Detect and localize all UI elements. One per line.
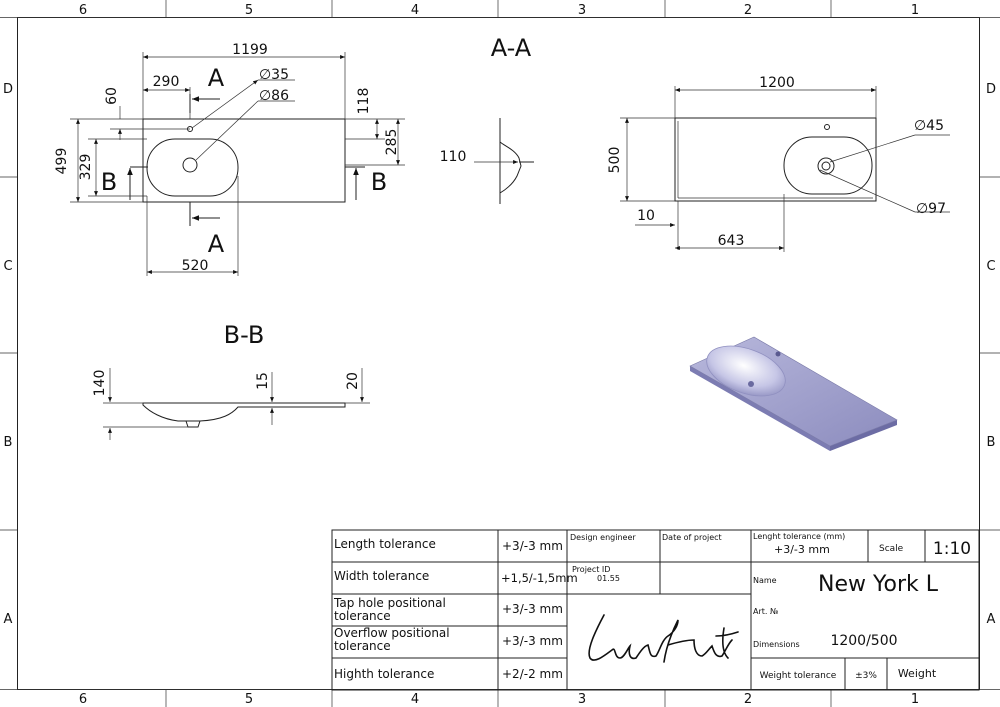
dim-110: 110 [440, 149, 467, 165]
plan-bowl [146, 138, 239, 197]
dimensions-value: 1200/500 [830, 633, 897, 649]
tap-tolerance-label-1: Tap hole positional [333, 596, 446, 610]
section-mark-b-right: B [371, 168, 387, 196]
width-tolerance-label: Width tolerance [334, 569, 429, 583]
plan-outline [142, 118, 346, 203]
tap-tolerance-label-2: tolerance [334, 609, 391, 623]
dim-1199: 1199 [232, 42, 268, 58]
row-label-a-right: A [987, 612, 996, 627]
dim-643: 643 [718, 233, 745, 249]
col-label-2-bottom: 2 [744, 692, 752, 707]
dim-500: 500 [607, 147, 623, 174]
product-name: New York L [818, 572, 939, 597]
dim-d86: ∅86 [259, 88, 289, 104]
dim-20: 20 [345, 372, 361, 390]
dim-140: 140 [92, 370, 108, 397]
plan-view: A-A A A B B 1199 290 ∅35 ∅86 60 499 329 … [54, 34, 532, 276]
signature [588, 614, 739, 663]
title-block: Length tolerance +3/-3 mm Width toleranc… [331, 529, 980, 691]
isometric-view [689, 336, 898, 451]
weight-label: Weight [898, 667, 937, 680]
width-tolerance-value: +1,5/-1,5mm [501, 571, 578, 585]
section-mark-b-left: B [101, 168, 117, 196]
plan-drain [182, 157, 198, 173]
length-tolerance-label: Length tolerance [334, 537, 436, 551]
dim-1200: 1200 [759, 75, 795, 91]
date-of-project-label: Date of project [662, 533, 722, 542]
weight-tolerance-label: Weight tolerance [760, 671, 837, 681]
dim-d97: ∅97 [916, 201, 946, 217]
dim-290: 290 [153, 74, 180, 90]
col-label-6-bottom: 6 [79, 692, 87, 707]
top-tap-hole [824, 124, 830, 130]
col-label-3: 3 [578, 3, 586, 18]
row-label-c: C [3, 259, 12, 274]
row-label-d-right: D [986, 82, 996, 97]
overflow-tolerance-label-1: Overflow positional [334, 626, 450, 640]
section-mark-a-bottom: A [208, 230, 225, 258]
dim-118: 118 [356, 88, 372, 115]
dim-520: 520 [182, 258, 209, 274]
top-bowl [783, 136, 873, 195]
dim-10: 10 [637, 208, 655, 224]
col-label-4-bottom: 4 [411, 692, 419, 707]
art-number-label: Art. № [753, 607, 779, 616]
col-label-5-bottom: 5 [245, 692, 253, 707]
dim-d45: ∅45 [914, 118, 944, 134]
scale-label: Scale [879, 544, 904, 554]
project-id-label: Project ID [572, 565, 610, 574]
col-label-3-bottom: 3 [578, 692, 586, 707]
dim-329: 329 [78, 154, 94, 181]
row-label-b: B [4, 435, 13, 450]
scale-value: 1:10 [933, 539, 971, 559]
top-drain [817, 157, 835, 175]
height-tolerance-value: +2/-2 mm [502, 667, 563, 681]
tap-tolerance-value: +3/-3 mm [502, 602, 563, 616]
col-label-5: 5 [245, 3, 253, 18]
section-bb: B-B 140 15 20 [92, 321, 370, 440]
row-label-a: A [4, 612, 13, 627]
lenght-tolerance-label: Lenght tolerance (mm) [753, 532, 845, 541]
dim-60: 60 [104, 87, 120, 105]
dimensions-label: Dimensions [753, 640, 800, 649]
row-label-d: D [3, 82, 13, 97]
height-tolerance-label: Highth tolerance [334, 667, 434, 681]
row-label-c-right: C [986, 259, 995, 274]
row-label-b-right: B [987, 435, 996, 450]
overflow-tolerance-value: +3/-3 mm [502, 634, 563, 648]
dim-285: 285 [384, 129, 400, 156]
name-label: Name [753, 576, 777, 585]
design-engineer-label: Design engineer [570, 533, 636, 542]
overflow-tolerance-label-2: tolerance [334, 639, 391, 653]
section-title-aa: A-A [491, 34, 532, 62]
dim-499: 499 [54, 148, 70, 175]
project-id-value: 01.55 [597, 574, 620, 583]
side-section: 110 [440, 118, 534, 204]
col-label-6: 6 [79, 3, 87, 18]
section-title-bb: B-B [224, 321, 265, 349]
top-view: 1200 500 ∅45 ∅97 10 643 [607, 75, 950, 252]
top-outline [674, 117, 877, 202]
lenght-tolerance-value: +3/-3 mm [774, 543, 830, 556]
weight-tolerance-value: ±3% [855, 671, 877, 681]
col-label-1-bottom: 1 [911, 692, 919, 707]
col-label-2: 2 [744, 3, 752, 18]
dim-15: 15 [255, 372, 271, 390]
dim-d35: ∅35 [259, 67, 289, 83]
col-label-4: 4 [411, 3, 419, 18]
col-label-1: 1 [911, 3, 919, 18]
section-mark-a-top: A [208, 64, 225, 92]
length-tolerance-value: +3/-3 mm [502, 539, 563, 553]
